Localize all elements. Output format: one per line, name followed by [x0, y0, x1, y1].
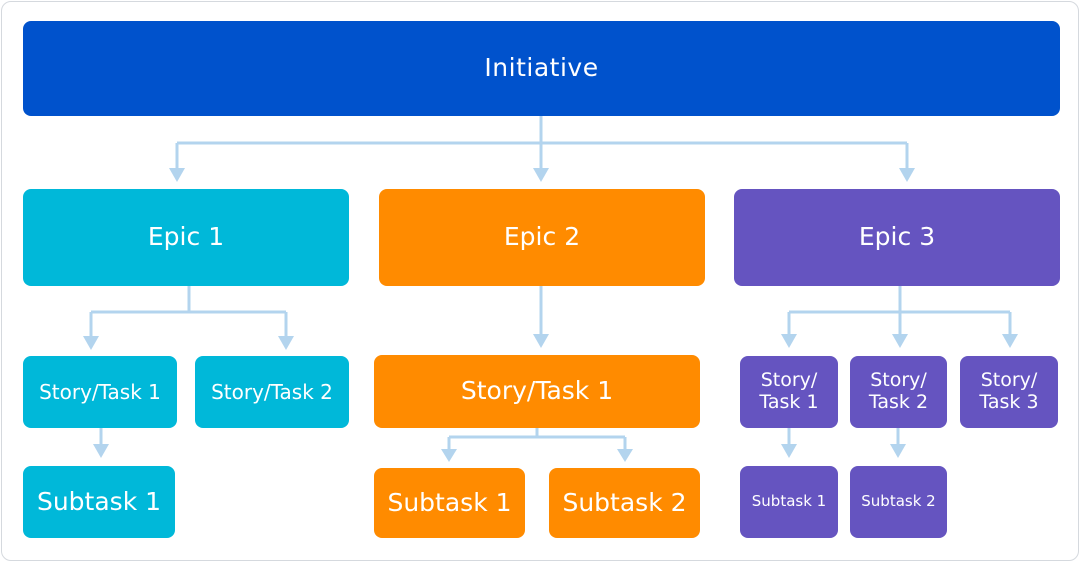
e1-subtask-1-label: Subtask 1 [36, 486, 162, 516]
epic-1-label: Epic 1 [147, 222, 225, 252]
e3-story-2-node: Story/ Task 2 [850, 356, 947, 428]
e3-story-3-label: Story/ Task 3 [979, 369, 1039, 413]
arrow-to-e1-story-2 [278, 336, 294, 350]
e3-subtask-2-label: Subtask 2 [861, 492, 936, 511]
epic-2-node: Epic 2 [379, 189, 705, 286]
e2-subtask-1-node: Subtask 1 [374, 468, 525, 538]
epic-3-label: Epic 3 [858, 222, 936, 252]
arrow-to-e2-subtask-1 [441, 449, 457, 462]
e1-story-2-label: Story/Task 2 [211, 379, 333, 404]
arrow-to-e3-subtask-2 [890, 444, 906, 458]
initiative-node: Initiative [23, 21, 1060, 116]
e2-subtask-1-label: Subtask 1 [387, 487, 512, 517]
arrow-to-epic-3 [899, 168, 915, 182]
e3-subtask-2-node: Subtask 2 [850, 466, 947, 538]
arrow-to-e2-story-1 [533, 334, 549, 348]
arrow-to-epic-2 [533, 168, 549, 182]
connector-epic1-stories [89, 286, 288, 338]
e3-story-3-node: Story/ Task 3 [960, 356, 1058, 428]
e2-subtask-2-label: Subtask 2 [562, 487, 687, 517]
arrow-to-epic-1 [169, 168, 185, 182]
e3-subtask-1-node: Subtask 1 [740, 466, 838, 538]
e3-story-1-label: Story/ Task 1 [759, 369, 819, 413]
e1-subtask-1-node: Subtask 1 [23, 466, 175, 538]
epic-3-node: Epic 3 [734, 189, 1060, 286]
e1-story-1-node: Story/Task 1 [23, 356, 177, 428]
arrow-to-e3-story-1 [781, 334, 797, 348]
e2-story-1-node: Story/Task 1 [374, 355, 700, 428]
epic-1-node: Epic 1 [23, 189, 349, 286]
epic-2-label: Epic 2 [503, 222, 581, 252]
arrow-to-e1-subtask-1 [93, 444, 109, 458]
arrow-to-e3-story-2 [892, 334, 908, 348]
e2-subtask-2-node: Subtask 2 [549, 468, 700, 538]
arrow-to-e2-subtask-2 [617, 449, 633, 462]
e3-story-2-label: Story/ Task 2 [868, 369, 929, 413]
initiative-label: Initiative [484, 53, 599, 83]
connector-e2-story-subtasks [447, 428, 627, 451]
e3-story-1-node: Story/ Task 1 [740, 356, 838, 428]
arrow-to-e3-story-3 [1002, 334, 1018, 348]
connector-initiative-epics [175, 116, 909, 170]
connector-epic3-stories [787, 286, 1012, 336]
arrow-to-e1-story-1 [83, 336, 99, 350]
e1-story-2-node: Story/Task 2 [195, 356, 349, 428]
e3-subtask-1-label: Subtask 1 [751, 492, 827, 511]
e2-story-1-label: Story/Task 1 [460, 376, 614, 406]
arrow-to-e3-subtask-1 [781, 444, 797, 458]
e1-story-1-label: Story/Task 1 [39, 379, 161, 404]
